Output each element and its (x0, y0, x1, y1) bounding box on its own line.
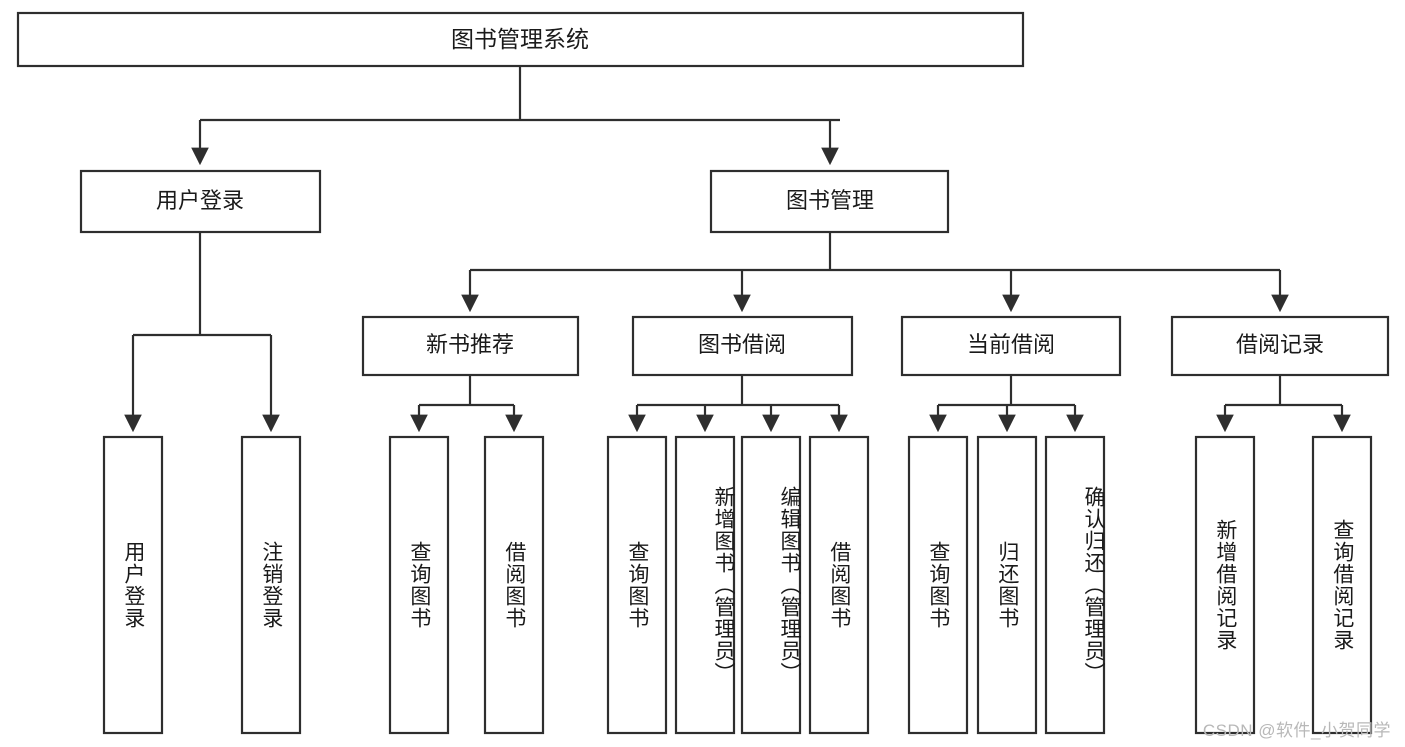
node-book-borrow[interactable]: 图书借阅 (631, 315, 854, 377)
node-book-borrow-label: 图书借阅 (698, 332, 786, 357)
node-user-login[interactable]: 用户登录 (79, 169, 322, 234)
node-leaf-borrow-book-1[interactable] (483, 435, 545, 735)
node-book-manage-label: 图书管理 (786, 188, 874, 213)
node-leaf-query-book-2[interactable] (606, 435, 668, 735)
node-leaf-add-record[interactable] (1194, 435, 1256, 735)
node-root[interactable]: 图书管理系统 (16, 11, 1025, 68)
node-leaf-add-book[interactable] (674, 435, 736, 735)
node-new-book-recommend-label: 新书推荐 (426, 332, 514, 357)
node-borrow-record-label: 借阅记录 (1236, 332, 1324, 357)
node-leaf-borrow-book-2[interactable] (808, 435, 870, 735)
node-book-manage[interactable]: 图书管理 (709, 169, 950, 234)
node-new-book-recommend[interactable]: 新书推荐 (361, 315, 580, 377)
connector-currentborrow-to-leaves (929, 375, 1084, 433)
connector-root-to-level2 (191, 66, 840, 166)
connector-bookborrow-to-leaves (628, 375, 848, 433)
connector-bookmanage-to-level3 (461, 232, 1289, 313)
node-leaf-query-book-1[interactable] (388, 435, 450, 735)
node-leaf-confirm-return[interactable] (1044, 435, 1106, 735)
node-leaf-query-record[interactable] (1311, 435, 1373, 735)
connector-userlogin-to-leaves (124, 232, 280, 433)
node-borrow-record[interactable]: 借阅记录 (1170, 315, 1390, 377)
node-current-borrow-label: 当前借阅 (967, 332, 1055, 357)
node-user-login-label: 用户登录 (156, 188, 244, 213)
node-current-borrow[interactable]: 当前借阅 (900, 315, 1122, 377)
watermark-text: CSDN @软件_小贺同学 (1202, 721, 1391, 740)
connector-newbook-to-leaves (410, 375, 523, 433)
node-leaf-query-book-3[interactable] (907, 435, 969, 735)
node-leaf-return-book[interactable] (976, 435, 1038, 735)
node-leaf-user-login[interactable] (102, 435, 164, 735)
connector-borrowrecord-to-leaves (1216, 375, 1351, 433)
node-root-label: 图书管理系统 (451, 26, 589, 52)
node-leaf-logout-login[interactable] (240, 435, 302, 735)
node-leaf-edit-book[interactable] (740, 435, 802, 735)
